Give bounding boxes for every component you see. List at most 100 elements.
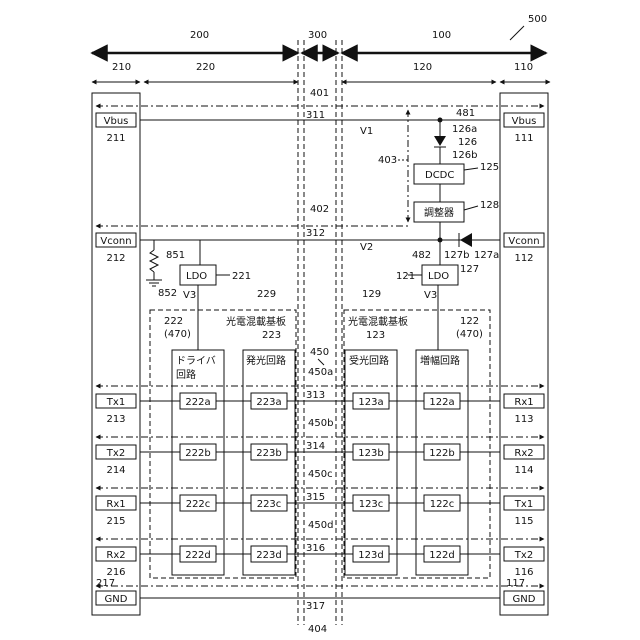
ldo-left-label: LDO xyxy=(186,271,207,282)
diode-127a-label: 127a xyxy=(474,250,499,261)
path-403-label: 403 xyxy=(378,155,397,166)
cell-amp-label: 122b xyxy=(429,448,454,459)
ldo-right-ref: 121 xyxy=(396,271,415,282)
left-pin-ref: 211 xyxy=(106,133,125,144)
signal-row-0: 222a 223a 123a 122a 313 450a xyxy=(96,367,544,409)
regulator-ref: 128 xyxy=(480,200,499,211)
section-200-label: 200 xyxy=(190,30,209,41)
emitter-circuit-box xyxy=(243,350,295,575)
section-110-label: 110 xyxy=(514,62,533,73)
left-connector-2: Tx1213 xyxy=(96,394,136,425)
section-210-label: 210 xyxy=(112,62,131,73)
receiver-circuit-box xyxy=(345,350,397,575)
resistor-851 xyxy=(140,240,162,286)
cell-receiver-label: 123c xyxy=(359,499,384,510)
driver-ref: 222 xyxy=(164,316,183,327)
signal-row-1: 222b223b123b122b314450b xyxy=(96,418,544,460)
figure-leader xyxy=(510,26,524,40)
v3-left-label: V3 xyxy=(183,290,196,301)
cell-amp-label: 122a xyxy=(429,397,454,408)
wire-317-label: 317 xyxy=(306,601,325,612)
left-connector-1: Vconn 212 xyxy=(96,233,136,264)
left-connector-frame xyxy=(92,93,140,615)
cell-driver-label: 222c xyxy=(186,499,211,510)
signal-row-3: 222d223d123d122d316450d xyxy=(96,520,544,562)
left-pin-label: Rx1 xyxy=(106,499,125,510)
left-pin-ref: 216 xyxy=(106,567,125,578)
right-pin-ref: 114 xyxy=(514,465,533,476)
wire-label: 316 xyxy=(306,543,325,554)
figure-number: 500 xyxy=(528,14,547,25)
cell-emitter-label: 223b xyxy=(256,448,281,459)
cell-receiver-label: 123d xyxy=(358,550,383,561)
left-pin-label: Rx2 xyxy=(106,550,125,561)
resistor-851-label: 851 xyxy=(166,250,185,261)
left-pin-label: Tx1 xyxy=(106,397,125,408)
right-connector-4: Tx1115 xyxy=(504,496,544,527)
amp-label: 増幅回路 xyxy=(420,354,460,367)
right-pin-label: Rx1 xyxy=(514,397,533,408)
cell-driver-label: 222b xyxy=(185,448,210,459)
amp-circuit-box xyxy=(416,350,468,575)
left-pin-label: Vconn xyxy=(100,236,131,247)
amp-sub: (470) xyxy=(456,329,483,340)
right-pin-label: Tx2 xyxy=(514,550,533,561)
optical-sub-label: 450a xyxy=(308,367,333,378)
right-connector-frame xyxy=(500,93,548,615)
path-401-label: 401 xyxy=(310,88,329,99)
left-pin-label: Vbus xyxy=(104,116,129,127)
cell-emitter-label: 223a xyxy=(256,397,281,408)
receiver-label: 受光回路 xyxy=(349,354,389,367)
right-pin-ref: 117 xyxy=(506,578,525,589)
left-pin-label: Tx2 xyxy=(106,448,125,459)
right-pin-label: Vbus xyxy=(512,116,537,127)
diode-127b-label: 127b xyxy=(444,250,469,261)
left-pin-ref: 212 xyxy=(106,253,125,264)
left-connector-6: GND217 xyxy=(96,578,136,605)
node-481-label: 481 xyxy=(456,108,475,119)
signal-rows: 222a223a123a122a313450a222b223b123b122b3… xyxy=(96,367,544,562)
regulator-label: 調整器 xyxy=(424,206,454,219)
v2-label: V2 xyxy=(360,242,373,253)
left-connector-0: Vbus 211 xyxy=(96,113,136,144)
board-left-ref: 223 xyxy=(262,330,281,341)
wire-311-label: 311 xyxy=(306,110,325,121)
right-connector-1: Vconn112 xyxy=(504,233,544,264)
left-pin-ref: 215 xyxy=(106,516,125,527)
emitter-label: 発光回路 xyxy=(246,354,286,367)
node-482-label: 482 xyxy=(412,250,431,261)
dcdc-label: DCDC xyxy=(425,170,454,181)
driver-sub: (470) xyxy=(164,329,191,340)
cell-driver-label: 222d xyxy=(185,550,210,561)
cell-receiver-label: 123a xyxy=(358,397,383,408)
cell-amp-label: 122c xyxy=(430,499,455,510)
right-pin-ref: 113 xyxy=(514,414,533,425)
path-404-label: 404 xyxy=(308,624,327,635)
right-pin-ref: 111 xyxy=(514,133,533,144)
path-402-label: 402 xyxy=(310,204,329,215)
ldo-right-label: LDO xyxy=(428,271,449,282)
ldo-left-ref: 221 xyxy=(232,271,251,282)
cell-amp-label: 122d xyxy=(429,550,454,561)
section-arrows xyxy=(92,53,550,82)
diode-126a-label: 126a xyxy=(452,124,477,135)
wire-label: 313 xyxy=(306,390,325,401)
right-connector-6: GND117 xyxy=(504,578,544,605)
optical-sub-label: 450b xyxy=(308,418,333,429)
section-100-label: 100 xyxy=(432,30,451,41)
wire-312-label: 312 xyxy=(306,228,325,239)
driver-label-1: ドライバ xyxy=(176,355,216,367)
cell-emitter-label: 223d xyxy=(256,550,281,561)
driver-circuit-box xyxy=(172,350,224,575)
board-right-title: 光電混載基板 xyxy=(348,315,408,328)
right-connector-0: Vbus 111 xyxy=(504,113,544,144)
right-pin-ref: 116 xyxy=(514,567,533,578)
right-pin-label: Rx2 xyxy=(514,448,533,459)
cell-driver-label: 222a xyxy=(185,397,210,408)
right-pin-label: Tx1 xyxy=(514,499,533,510)
driver-label-2: 回路 xyxy=(176,368,196,381)
board-left-outer-ref: 229 xyxy=(257,289,276,300)
left-connectors: Vbus211Vconn212Tx1213Tx2214Rx1215Rx2216G… xyxy=(96,113,136,605)
left-connector-4: Rx1 215 xyxy=(96,496,136,527)
